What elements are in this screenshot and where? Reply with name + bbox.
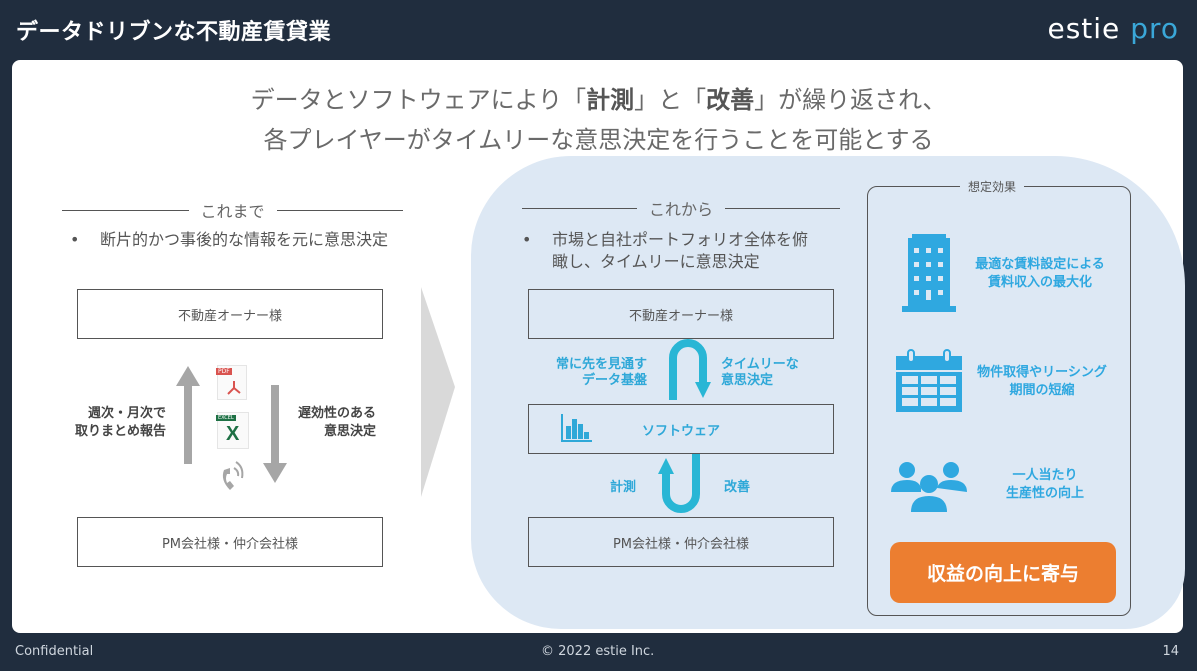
effect-text-rent: 最適な賃料設定による賃料収入の最大化 (960, 256, 1120, 292)
estie-pro-logo: estie pro (1047, 12, 1179, 45)
software-label: ソフトウェア (641, 423, 720, 439)
bar-chart-icon (561, 414, 592, 442)
heading-label: これから (649, 200, 714, 219)
effect-line: 最適な賃料設定による (975, 257, 1105, 272)
building-icon (902, 234, 956, 312)
bullet-text: 瞰し、タイムリーに意思決定 (552, 252, 760, 271)
down-arrow-icon (263, 385, 287, 483)
bullet-dot: • (522, 230, 532, 249)
before-heading: これまで (62, 198, 404, 222)
logo-main: estie (1047, 12, 1121, 45)
lead-line-1: データとソフトウェアにより「計測」と「改善」が繰り返され、 (0, 80, 1197, 115)
lead-emphasis-improve: 改善 (706, 86, 755, 114)
effect-line: 一人当たり (1012, 468, 1078, 483)
effect-text-period: 物件取得やリーシング期間の短縮 (962, 364, 1122, 400)
cycle-arrow-upper-icon (669, 339, 711, 400)
before-owner-box: 不動産オーナー様 (77, 289, 383, 339)
label-line: タイムリーな (721, 357, 799, 372)
calendar-icon (896, 349, 962, 412)
effect-line: 物件取得やリーシング (977, 365, 1107, 380)
bullet-text: 断片的かつ事後的な情報を元に意思決定 (100, 230, 389, 249)
effect-line: 期間の短縮 (1009, 383, 1075, 398)
excel-file-icon: EXCEL X (216, 412, 249, 449)
timely-decision-label: タイムリーな意思決定 (721, 357, 821, 389)
label-line: 遅効性のある (297, 406, 376, 421)
slide-title: データドリブンな不動産賃貸業 (16, 20, 332, 45)
pdf-tag: PDF (216, 368, 232, 375)
label-line: データ基盤 (581, 373, 647, 388)
logo-sub: pro (1130, 12, 1179, 45)
before-pm-box: PM会社様・仲介会社様 (77, 517, 383, 567)
up-arrow-icon (176, 366, 200, 464)
effect-line: 賃料収入の最大化 (987, 275, 1092, 290)
effect-line: 生産性の向上 (1005, 486, 1084, 501)
acrobat-glyph-icon (227, 381, 241, 395)
effect-text-productivity: 一人当たり生産性の向上 (990, 467, 1100, 503)
after-heading: これから (522, 196, 841, 220)
bullet-text: 市場と自社ポートフォリオ全体を俯 (552, 230, 809, 249)
phone-icon (222, 461, 244, 490)
label-line: 意思決定 (323, 424, 376, 439)
lead-emphasis-measure: 計測 (586, 86, 635, 114)
before-up-label: 週次・月次で取りまとめ報告 (60, 405, 166, 441)
label-line: 常に先を見通す (555, 357, 647, 372)
after-pm-box: PM会社様・仲介会社様 (528, 517, 834, 567)
label-line: 意思決定 (721, 373, 774, 388)
excel-x-glyph: X (226, 423, 240, 445)
bullet-dot: • (70, 230, 80, 249)
before-bullet: • 断片的かつ事後的な情報を元に意思決定 (70, 229, 430, 251)
footer-confidential: Confidential (15, 644, 94, 659)
before-down-label: 遅効性のある意思決定 (290, 405, 376, 441)
transition-chevron-icon (421, 287, 455, 497)
pdf-file-icon: PDF (216, 365, 247, 400)
after-bullet: • 市場と自社ポートフォリオ全体を俯瞰し、タイムリーに意思決定 (522, 229, 852, 273)
lead-text: データとソフトウェアにより「 (250, 86, 587, 114)
footer-page-number: 14 (1162, 644, 1179, 659)
heading-label: これまで (200, 202, 265, 221)
measure-label: 計測 (610, 480, 637, 495)
label-line: 週次・月次で (87, 406, 166, 421)
software-box: ソフトウェア (528, 404, 834, 454)
lead-text: 」と「 (634, 86, 707, 114)
data-foundation-label: 常に先を見通すデータ基盤 (545, 357, 647, 389)
revenue-contribution-badge: 収益の向上に寄与 (890, 542, 1116, 603)
lead-text: 」が繰り返され、 (754, 86, 947, 114)
excel-tag: EXCEL (216, 415, 236, 421)
after-owner-box: 不動産オーナー様 (528, 289, 834, 339)
effects-title: 想定効果 (960, 178, 1025, 195)
label-line: 取りまとめ報告 (74, 424, 166, 439)
improve-label: 改善 (724, 480, 751, 495)
cycle-arrow-lower-icon (658, 454, 700, 513)
footer-copyright: © 2022 estie Inc. (541, 644, 655, 659)
lead-line-2: 各プレイヤーがタイムリーな意思決定を行うことを可能とする (263, 126, 934, 154)
people-icon (891, 462, 967, 512)
